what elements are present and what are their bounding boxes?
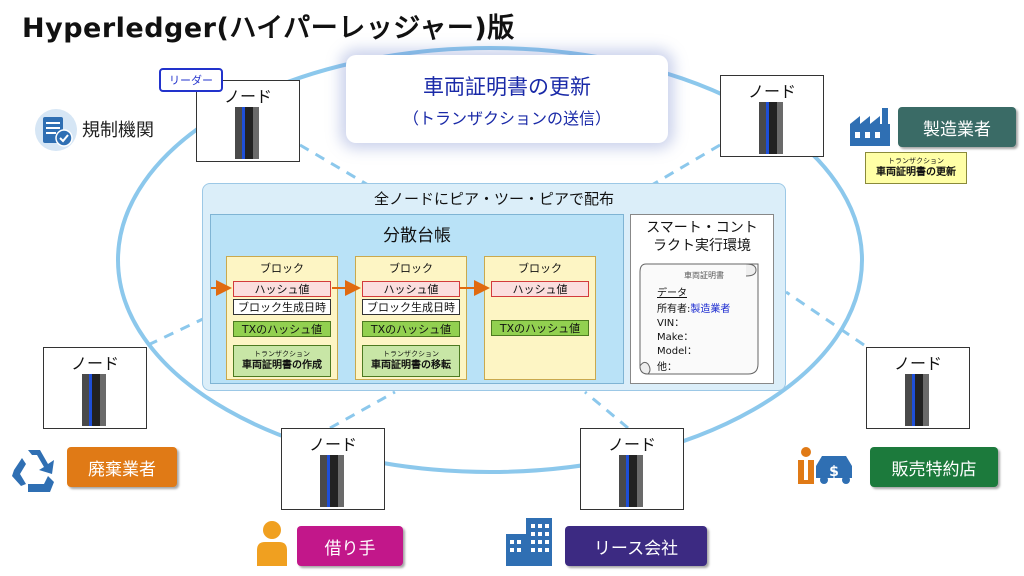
server-icon bbox=[320, 455, 344, 507]
certificate-owner: 所有者:製造業者 bbox=[657, 300, 730, 315]
node-label: ノード bbox=[607, 435, 656, 454]
block-3: ブロック ハッシュ値 TXのハッシュ値 bbox=[484, 256, 596, 380]
manufacturer-transaction: トランザクション 車両証明書の更新 bbox=[865, 152, 967, 184]
block-title: ブロック bbox=[260, 262, 304, 275]
recycle-icon bbox=[12, 450, 54, 492]
node-regulator: ノード bbox=[196, 80, 300, 162]
role-leasing: リース会社 bbox=[565, 526, 707, 566]
link-borrower bbox=[329, 390, 396, 430]
node-borrower: ノード bbox=[281, 428, 385, 510]
ledger-inner-title: 分散台帳 bbox=[383, 226, 451, 246]
block-hash: ハッシュ値 bbox=[362, 281, 460, 297]
block-hash: ハッシュ値 bbox=[233, 281, 331, 297]
leader-badge: リーダー bbox=[159, 68, 223, 92]
server-icon bbox=[759, 102, 783, 154]
block-tx-name: 車両証明書の作成 bbox=[242, 360, 322, 371]
role-scrapper: 廃棄業者 bbox=[67, 447, 177, 487]
svg-text:$: $ bbox=[829, 464, 839, 480]
role-manufacturer: 製造業者 bbox=[898, 107, 1016, 147]
certificate-owner-value: 製造業者 bbox=[690, 304, 731, 315]
node-scrapper: ノード bbox=[43, 347, 147, 429]
dealer-car-icon: $ bbox=[798, 447, 852, 484]
role-dealer-label: 販売特約店 bbox=[891, 459, 977, 480]
block-transaction: トランザクション 車両証明書の作成 bbox=[233, 345, 331, 377]
role-manufacturer-label: 製造業者 bbox=[923, 119, 991, 140]
cert-update-title: 車両証明書の更新 bbox=[423, 75, 591, 99]
link-leasing bbox=[584, 390, 629, 430]
node-label: ノード bbox=[223, 87, 272, 106]
manufacturer-tx-name: 車両証明書の更新 bbox=[876, 167, 956, 178]
block-tx-hash: TXのハッシュ値 bbox=[362, 321, 460, 337]
certificate-other: 他： bbox=[657, 362, 677, 373]
person-icon bbox=[257, 521, 287, 566]
cert-update-subtitle: （トランザクションの送信） bbox=[402, 109, 611, 128]
role-scrapper-label: 廃棄業者 bbox=[88, 459, 156, 480]
certificate-data-label: データ bbox=[657, 288, 687, 299]
node-label: ノード bbox=[308, 435, 357, 454]
link-dealer bbox=[785, 290, 865, 347]
server-icon bbox=[235, 107, 259, 159]
role-borrower-label: 借り手 bbox=[324, 538, 376, 559]
smart-contract-title-line2: ラクト実行環境 bbox=[653, 238, 751, 254]
block-tx-hash: TXのハッシュ値 bbox=[491, 320, 589, 336]
server-icon bbox=[905, 374, 929, 426]
node-leasing: ノード bbox=[580, 428, 684, 510]
certificate-vin: VIN： bbox=[657, 318, 685, 329]
smart-contract-title-line1: スマート・コント bbox=[646, 220, 758, 236]
server-icon bbox=[82, 374, 106, 426]
manufacturer-tx-small: トランザクション bbox=[888, 157, 944, 165]
role-borrower: 借り手 bbox=[297, 526, 403, 566]
certificate-scroll-icon bbox=[639, 263, 759, 375]
block-transaction: トランザクション 車両証明書の移転 bbox=[362, 345, 460, 377]
node-manufacturer: ノード bbox=[720, 75, 824, 157]
node-label: ノード bbox=[893, 354, 942, 373]
certificate-model: Model： bbox=[657, 346, 698, 357]
block-gen-time: ブロック生成日時 bbox=[233, 299, 331, 315]
certificate-owner-label: 所有者: bbox=[657, 304, 691, 315]
block-tx-small: トランザクション bbox=[383, 350, 439, 358]
node-dealer: ノード bbox=[866, 347, 970, 429]
certificate-make: Make： bbox=[657, 332, 694, 343]
node-label: ノード bbox=[747, 82, 796, 101]
cert-update-box: 車両証明書の更新 （トランザクションの送信） bbox=[346, 55, 668, 143]
factory-icon bbox=[850, 108, 890, 146]
node-label: ノード bbox=[70, 354, 119, 373]
smart-contract-title: スマート・コント ラクト実行環境 bbox=[631, 219, 773, 255]
block-tx-small: トランザクション bbox=[254, 350, 310, 358]
regulator-label: 規制機関 bbox=[82, 120, 154, 141]
block-hash: ハッシュ値 bbox=[491, 281, 589, 297]
block-tx-name: 車両証明書の移転 bbox=[371, 360, 451, 371]
block-title: ブロック bbox=[518, 262, 562, 275]
block-tx-hash: TXのハッシュ値 bbox=[233, 321, 331, 337]
ledger-outer-title: 全ノードにピア・ツー・ピアで配布 bbox=[373, 190, 614, 208]
certificate-doc-title: 車両証明書 bbox=[684, 271, 724, 280]
block-title: ブロック bbox=[389, 262, 433, 275]
role-leasing-label: リース会社 bbox=[593, 538, 679, 559]
role-dealer: 販売特約店 bbox=[870, 447, 998, 487]
network-ring bbox=[116, 46, 864, 474]
document-check-icon bbox=[35, 109, 77, 151]
page-title: Hyperledger(ハイパーレッジャー)版 bbox=[22, 13, 515, 44]
server-icon bbox=[619, 455, 643, 507]
block-1: ブロック ハッシュ値 ブロック生成日時 TXのハッシュ値 トランザクション 車両… bbox=[226, 256, 338, 380]
block-gen-time: ブロック生成日時 bbox=[362, 299, 460, 315]
building-icon bbox=[506, 518, 552, 566]
block-2: ブロック ハッシュ値 ブロック生成日時 TXのハッシュ値 トランザクション 車両… bbox=[355, 256, 467, 380]
